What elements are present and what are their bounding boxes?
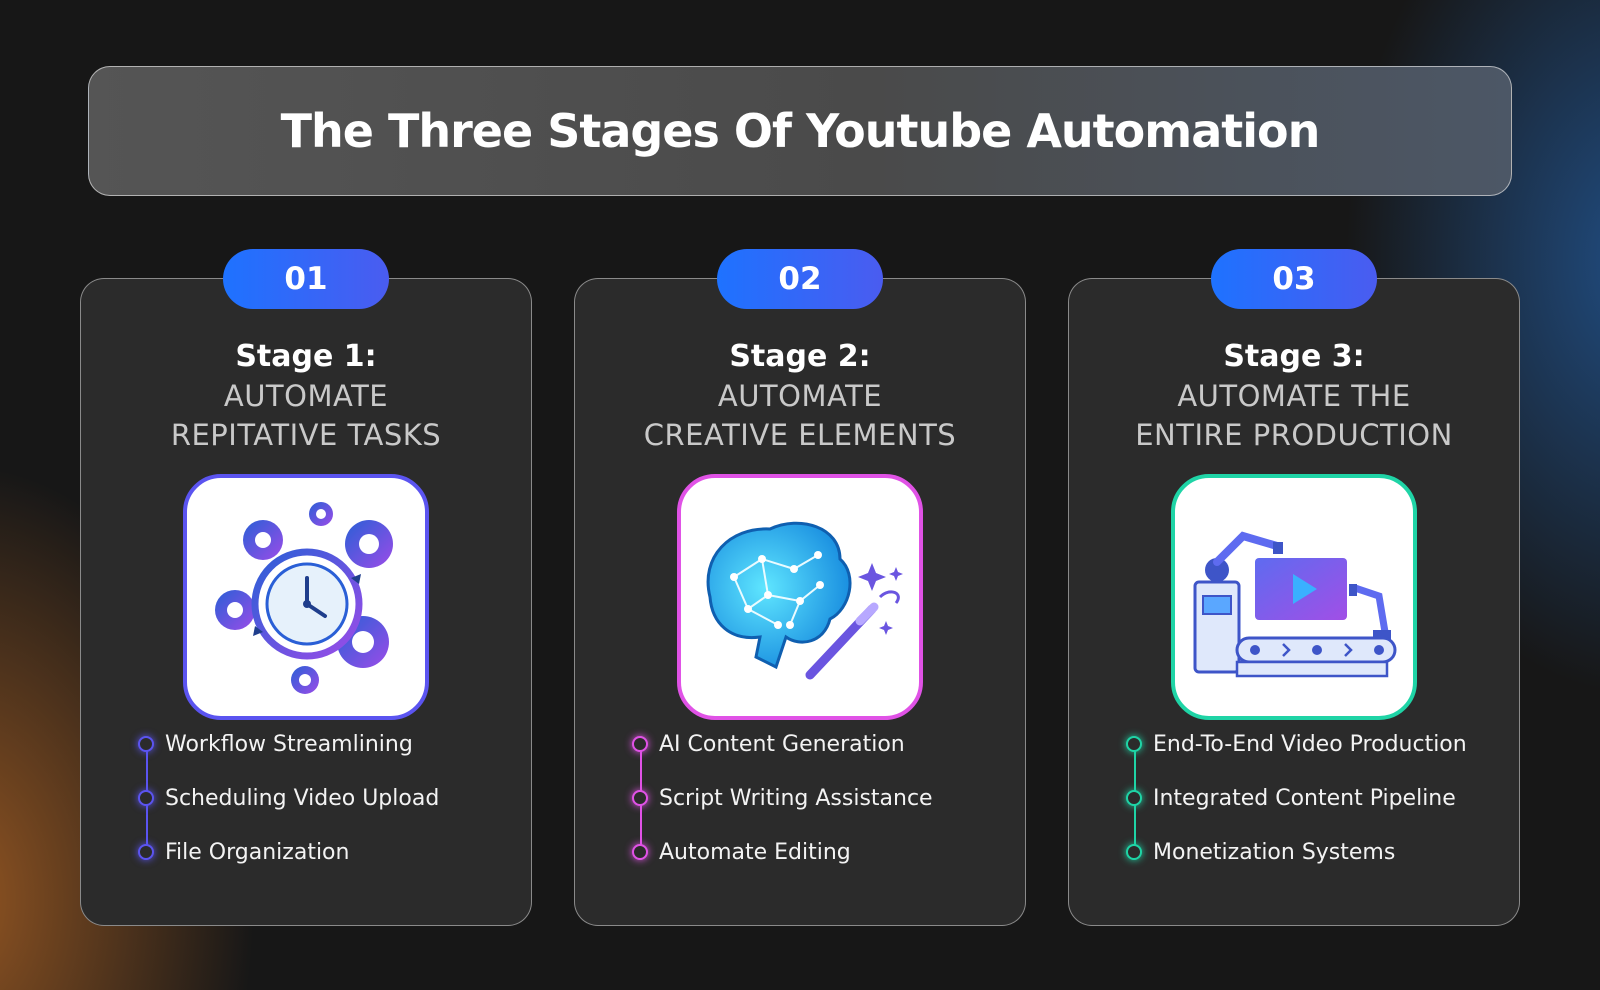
list-item: AI Content Generation: [629, 729, 905, 759]
feature-label: Integrated Content Pipeline: [1153, 785, 1456, 811]
stage-subtitle-line-2: ENTIRE PRODUCTION: [1135, 418, 1453, 452]
stage-title: Stage 3:: [1223, 339, 1365, 374]
feature-label: Monetization Systems: [1153, 839, 1396, 865]
feature-label: Script Writing Assistance: [659, 785, 933, 811]
stage-subtitle-line-2: REPITATIVE TASKS: [170, 418, 442, 452]
robotic-video-production-line-icon: [1171, 474, 1417, 720]
bullet-dot-icon: [1126, 736, 1142, 752]
feature-list: Workflow Streamlining Scheduling Video U…: [135, 724, 521, 894]
stage-number-badge: 01: [223, 249, 389, 309]
stage-number-badge: 03: [1211, 249, 1377, 309]
stage-subtitle: AUTOMATE THE ENTIRE PRODUCTION: [1069, 377, 1519, 455]
stage-subtitle-line-1: AUTOMATE: [223, 379, 389, 413]
gears-clock-icon: [183, 474, 429, 720]
stage-subtitle-line-1: AUTOMATE: [717, 379, 883, 413]
stage-subtitle-line-1: AUTOMATE THE: [1177, 379, 1411, 413]
ai-brain-magic-wand-icon: [677, 474, 923, 720]
list-item: Monetization Systems: [1123, 837, 1395, 867]
feature-label: File Organization: [165, 839, 350, 865]
list-item: End-To-End Video Production: [1123, 729, 1467, 759]
feature-label: Automate Editing: [659, 839, 851, 865]
bullet-dot-icon: [1126, 844, 1142, 860]
bullet-dot-icon: [632, 844, 648, 860]
title-banner: The Three Stages Of Youtube Automation: [88, 66, 1512, 196]
feature-label: Scheduling Video Upload: [165, 785, 440, 811]
stage-title: Stage 2:: [729, 339, 871, 374]
bullet-dot-icon: [138, 790, 154, 806]
list-item: Scheduling Video Upload: [135, 783, 439, 813]
bullet-dot-icon: [1126, 790, 1142, 806]
feature-list: End-To-End Video Production Integrated C…: [1123, 724, 1509, 894]
list-item: Automate Editing: [629, 837, 851, 867]
list-item: File Organization: [135, 837, 349, 867]
stage-card-2: 02 Stage 2: AUTOMATE CREATIVE ELEMENTS: [574, 249, 1026, 926]
bullet-dot-icon: [632, 736, 648, 752]
feature-label: Workflow Streamlining: [165, 731, 413, 757]
stage-subtitle-line-2: CREATIVE ELEMENTS: [643, 418, 957, 452]
feature-list: AI Content Generation Script Writing Ass…: [629, 724, 1015, 894]
stage-number-badge: 02: [717, 249, 883, 309]
list-item: Workflow Streamlining: [135, 729, 413, 759]
stage-card-3: 03 Stage 3: AUTOMATE THE ENTIRE PRODUCTI…: [1068, 249, 1520, 926]
feature-label: End-To-End Video Production: [1153, 731, 1467, 757]
bullet-dot-icon: [138, 736, 154, 752]
stage-subtitle: AUTOMATE CREATIVE ELEMENTS: [575, 377, 1025, 455]
stage-card-1: 01 Stage 1: AUTOMATE REPITATIVE TASKS: [80, 249, 532, 926]
feature-label: AI Content Generation: [659, 731, 905, 757]
bullet-dot-icon: [138, 844, 154, 860]
page-title: The Three Stages Of Youtube Automation: [280, 104, 1321, 158]
stage-title: Stage 1:: [235, 339, 377, 374]
bullet-dot-icon: [632, 790, 648, 806]
list-item: Integrated Content Pipeline: [1123, 783, 1456, 813]
stage-subtitle: AUTOMATE REPITATIVE TASKS: [81, 377, 531, 455]
list-item: Script Writing Assistance: [629, 783, 933, 813]
